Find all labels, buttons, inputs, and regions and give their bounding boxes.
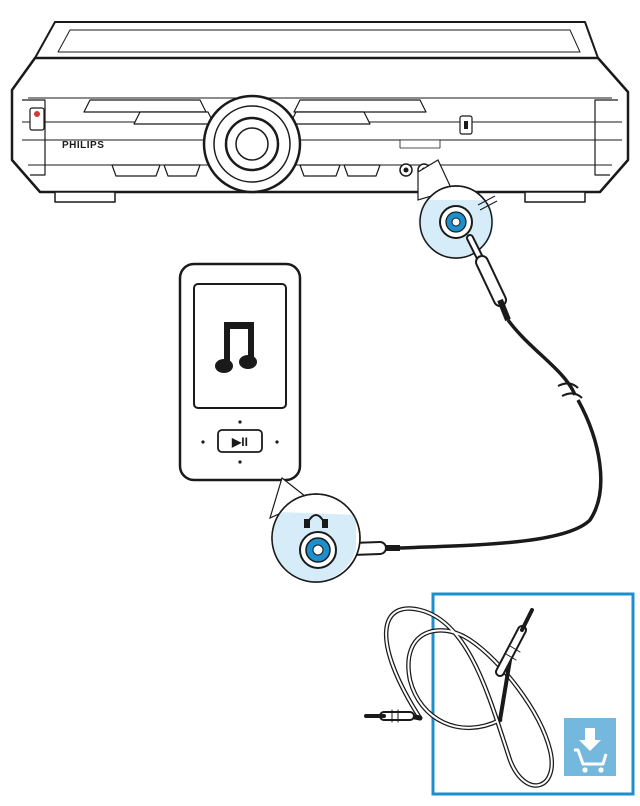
aux-cable-icon xyxy=(364,606,554,788)
aux-cable xyxy=(332,234,603,556)
brand-label: PHILIPS xyxy=(62,140,104,151)
headphone-icon xyxy=(304,514,328,528)
speaker-button xyxy=(299,164,341,177)
speaker-button xyxy=(83,99,207,113)
play-pause-label: ▶II xyxy=(231,435,248,449)
music-note-icon xyxy=(215,322,257,373)
speaker-button xyxy=(293,99,427,113)
speaker-button xyxy=(343,164,381,177)
play-pause-button xyxy=(217,429,263,453)
shopping-cart-download-icon xyxy=(564,718,616,776)
nav-left-dot xyxy=(201,440,205,444)
player-jack-callout xyxy=(269,476,361,583)
music-player: ▶II xyxy=(178,262,302,482)
nav-down-dot xyxy=(238,460,242,464)
speaker-button xyxy=(163,164,201,177)
speaker-button xyxy=(133,111,215,125)
nav-up-dot xyxy=(238,420,242,424)
speaker-button xyxy=(289,111,371,125)
nav-right-dot xyxy=(275,440,279,444)
accessory-box xyxy=(364,592,635,796)
power-led-icon xyxy=(34,111,40,117)
power-button xyxy=(29,107,45,131)
speaker-unit xyxy=(10,21,630,203)
speaker-button xyxy=(111,164,161,177)
player-screen xyxy=(193,283,287,409)
